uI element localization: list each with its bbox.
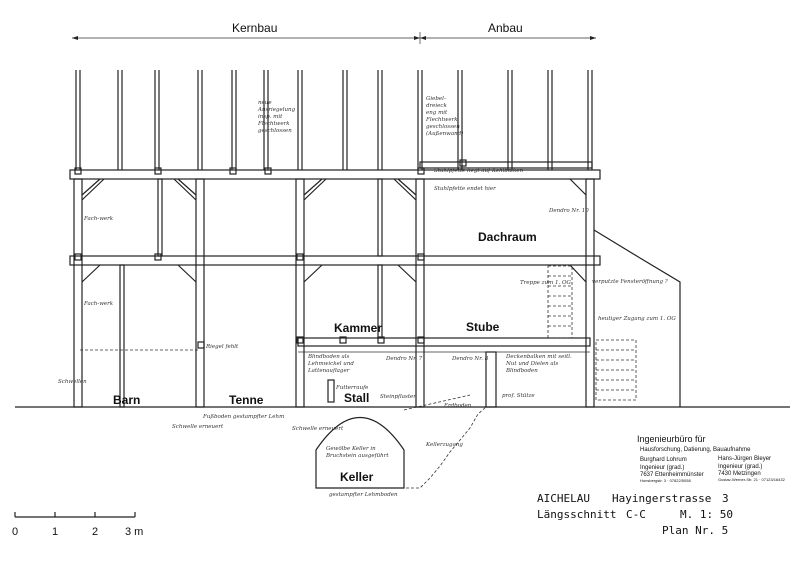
firm-person1: Burghard Lohrum	[640, 457, 687, 463]
annotations: Riegel fehlt Fußboden gestampfter Lehm S…	[58, 168, 676, 498]
annex-building	[593, 229, 681, 407]
feed-rack	[327, 379, 335, 403]
scale-label-0: 0	[12, 526, 18, 538]
braces	[81, 178, 587, 283]
firm-person1-title: Ingenieur (grad.)	[640, 465, 684, 471]
note-gewoelbe: Gewölbe Keller in Bruchstein ausgeführt	[326, 446, 389, 459]
firm-person2-title: Ingenieur (grad.)	[718, 464, 762, 470]
firm-title: Ingenieurbüro für	[637, 434, 706, 444]
firm-block: Ingenieurbüro für Hausforschung, Datieru…	[637, 434, 786, 483]
title-scale: M. 1: 50	[680, 508, 733, 521]
room-label-stall: Stall	[344, 391, 369, 405]
note-schwelle-1: Schwelle erneuert	[172, 424, 224, 430]
scale-label-3m: 3 m	[125, 526, 143, 538]
note-schwelle-2: Schwelle erneuert	[292, 426, 344, 432]
note-kellerzugang: Kellerzugang	[425, 442, 463, 448]
note-riegel-fehlt: Riegel fehlt	[205, 344, 239, 350]
room-label-dachraum: Dachraum	[478, 230, 537, 244]
note-erdboden: Erdboden	[443, 403, 472, 409]
firm-person2-city: 7430 Metzingen	[718, 471, 761, 477]
scale-bar: 0 1 2 3 m	[12, 512, 143, 538]
room-label-kammer: Kammer	[334, 321, 382, 335]
note-verputzte: verputzte Fensteröffnung ?	[592, 279, 668, 285]
note-schwellen: Schwellen	[58, 379, 87, 385]
title-number: 3	[722, 492, 729, 505]
note-fussboden: Fußboden gestampfter Lehm	[202, 414, 284, 420]
firm-person1-city: 7637 Ettenheimmünster	[640, 472, 704, 478]
joist-sections	[74, 159, 467, 349]
firm-person2: Hans-Jürgen Bleyer	[718, 456, 771, 462]
title-street: Hayingerstrasse	[612, 492, 711, 505]
firm-subtitle: Hausforschung, Datierung, Bauaufnahme	[640, 447, 751, 453]
scale-label-2: 2	[92, 526, 98, 538]
firm-person1-addr: Hunsbergstr. 3 · 07822/5058	[640, 478, 691, 483]
floor-beams	[69, 161, 601, 353]
note-blindboden: Blindboden als Lehmwickel und Lattenaufl…	[308, 354, 354, 374]
room-label-stube: Stube	[466, 320, 500, 334]
room-label-barn: Barn	[113, 393, 140, 407]
note-stuetze: prof. Stütze	[502, 393, 535, 399]
note-dendro-10: Dendro Nr. 10	[548, 208, 589, 214]
note-treppe: Treppe zum 1. OG	[520, 280, 572, 286]
stair-stube	[547, 265, 573, 339]
note-deckenbalken: Deckenbalken mit seitl. Nut und Dielen a…	[506, 354, 572, 374]
note-dendro-8: Dendro Nr. 8	[451, 356, 489, 362]
title-section-id: C-C	[626, 508, 646, 521]
note-stuhlpfette-liegt: Stuhlpfette liegt auf Kehlbalken	[434, 168, 524, 174]
title-plan: Plan Nr. 5	[662, 524, 728, 537]
note-lehmboden: gestampfter Lehmboden	[329, 492, 398, 498]
title-block: AICHELAU Hayingerstrasse 3 Längsschnitt …	[537, 492, 733, 537]
note-fachwerk-2: Fach-werk	[83, 301, 114, 307]
cellar-vault	[315, 394, 487, 489]
note-fachwerk-1: Fach-werk	[83, 216, 114, 222]
note-ausriegelung: neue Ausriegelung insp. mit Flechtwerk g…	[258, 100, 296, 134]
upper-posts	[75, 70, 593, 170]
note-futterraufe: Futterraufe	[335, 385, 369, 391]
title-place: AICHELAU	[537, 492, 590, 505]
section-label-anbau: Anbau	[488, 21, 523, 35]
dimension-line	[72, 32, 596, 44]
section-label-kernbau: Kernbau	[232, 21, 277, 35]
title-section: Längsschnitt	[537, 508, 616, 521]
note-giebel: Giebel-dreieck eng mit Flechtwerk geschl…	[426, 96, 464, 137]
note-stuhlpfette-endet: Stuhlpfette endet hier	[434, 186, 496, 192]
room-label-tenne: Tenne	[229, 393, 264, 407]
note-heutiger-zugang: heutiger Zugang zum 1. OG	[598, 316, 676, 322]
note-dendro-7: Dendro Nr. 7	[385, 356, 423, 362]
scale-label-1: 1	[52, 526, 58, 538]
room-label-keller: Keller	[340, 470, 374, 484]
note-steinpflaster: Steinpflaster	[380, 394, 416, 400]
firm-person2-addr: Gustav-Werner-Str. 21 · 07123/16432	[718, 477, 786, 482]
